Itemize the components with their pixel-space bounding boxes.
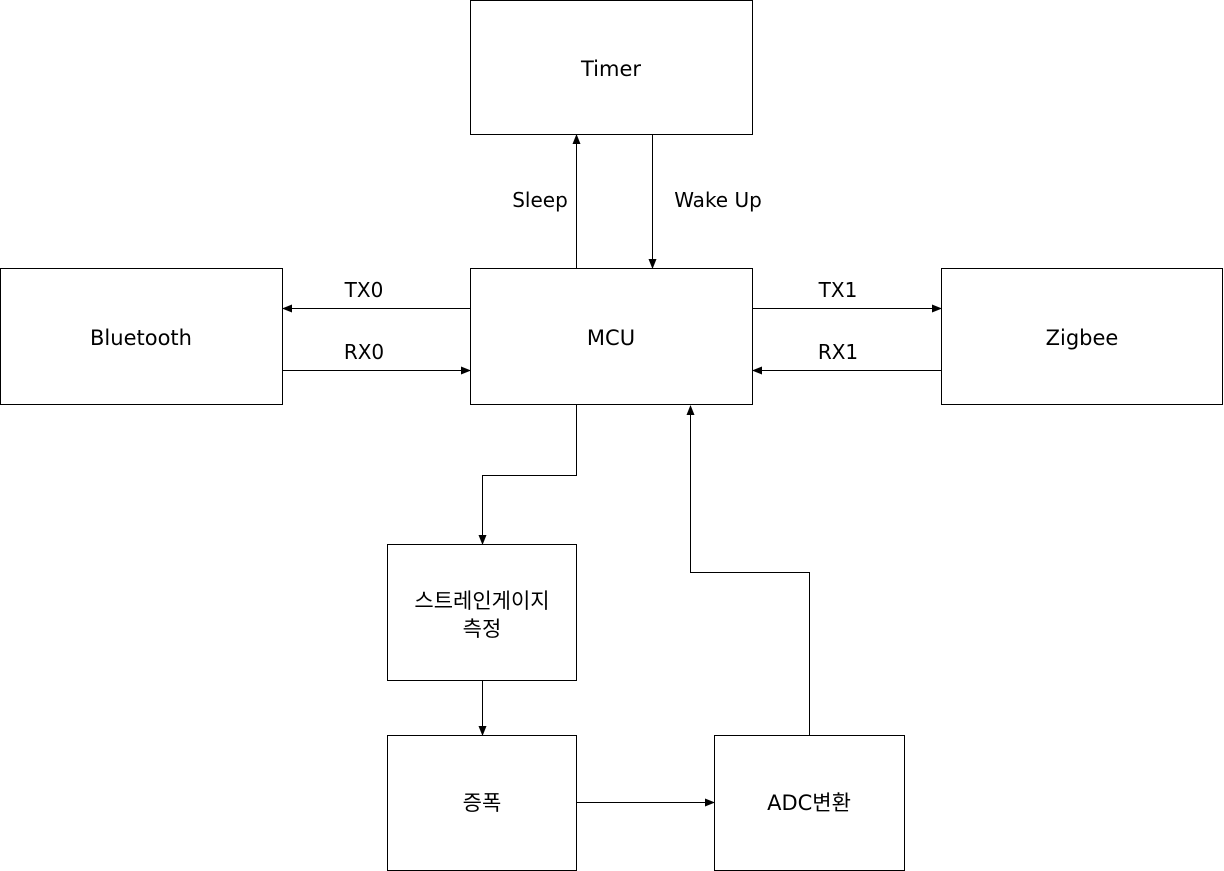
mcu-to-strain-arrow	[478, 405, 577, 545]
adc-box	[714, 735, 905, 871]
timer-label: Timer	[580, 57, 641, 81]
zigbee-box	[941, 268, 1223, 405]
rx1-label: RX1	[818, 340, 858, 364]
wake-up-label: Wake Up	[674, 188, 762, 212]
bluetooth-label: Bluetooth	[90, 326, 192, 350]
adc-label: ADC변환	[767, 791, 851, 815]
timer-box	[470, 0, 753, 135]
strain-gauge-label-line2: 측정	[463, 617, 502, 641]
rx0-label: RX0	[344, 340, 384, 364]
amplify-label: 증폭	[463, 791, 502, 815]
tx0-label: TX0	[344, 278, 384, 302]
mcu-label: MCU	[587, 326, 635, 350]
amplify-box	[387, 735, 577, 871]
strain-gauge-label-line1: 스트레인게이지	[414, 589, 549, 613]
strain-gauge-box	[387, 544, 577, 681]
bluetooth-box	[0, 268, 283, 405]
zigbee-label: Zigbee	[1046, 326, 1119, 350]
tx1-label: TX1	[818, 278, 858, 302]
sleep-label: Sleep	[512, 188, 568, 212]
adc-to-mcu-arrow	[686, 405, 810, 735]
mcu-box	[470, 268, 753, 405]
